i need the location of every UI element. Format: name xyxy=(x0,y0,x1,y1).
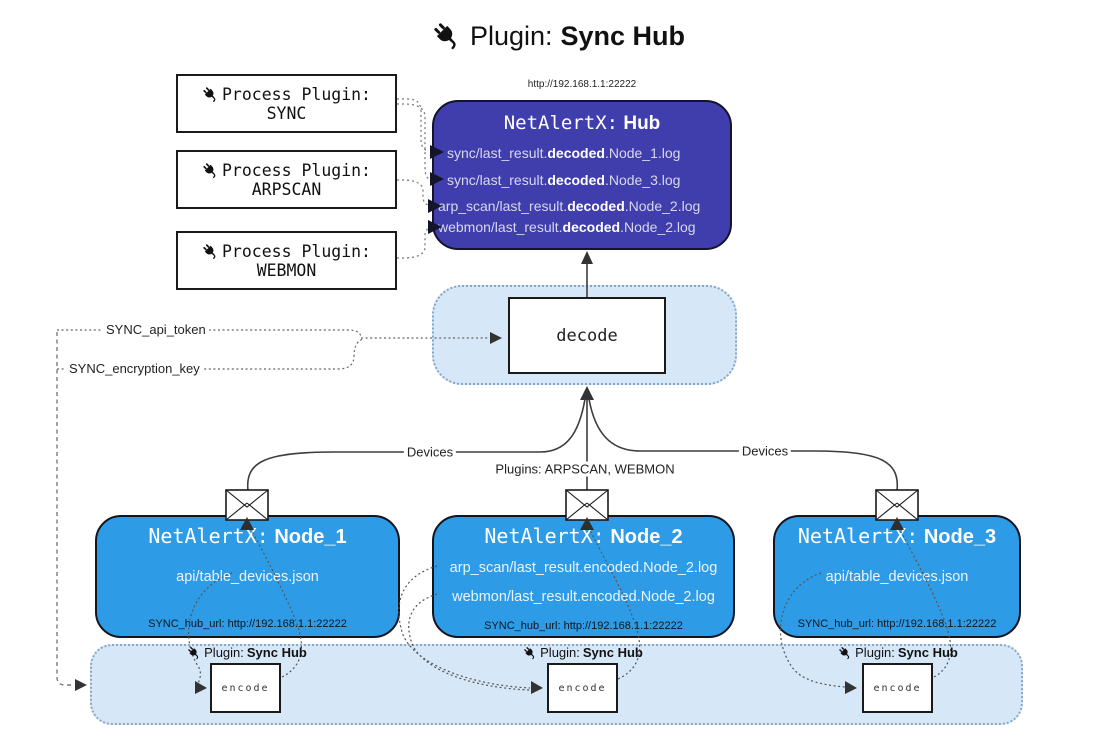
page-title: Plugin: Sync Hub xyxy=(0,14,1117,58)
process-plugin-name: WEBMON xyxy=(256,260,317,280)
node-title-3: NetAlertX: Node_3 xyxy=(797,524,997,548)
hub-log-line: webmon/last_result.decoded.Node_2.log xyxy=(438,219,696,235)
plug-icon xyxy=(202,86,219,103)
hub-brand: NetAlertX: xyxy=(503,112,619,134)
encode-box-3: encode xyxy=(862,663,933,713)
process-plugin-box-arpscan: Process Plugin: ARPSCAN xyxy=(176,150,397,209)
node-hub-url: SYNC_hub_url: http://192.168.1.1:22222 xyxy=(484,620,683,632)
decode-label: decode xyxy=(556,325,618,346)
key-label-encryption-key: SYNC_encryption_key xyxy=(66,361,203,376)
page-title-name: Sync Hub xyxy=(560,20,686,51)
process-plugin-box-sync: Process Plugin: SYNC xyxy=(176,74,397,133)
hub-log-line: sync/last_result.decoded.Node_1.log xyxy=(447,145,681,161)
hub-url: http://192.168.1.1:22222 xyxy=(527,79,637,90)
plug-icon xyxy=(202,243,219,260)
process-plugin-box-webmon: Process Plugin: WEBMON xyxy=(176,231,397,290)
plug-icon xyxy=(838,646,852,660)
node-file: webmon/last_result.encoded.Node_2.log xyxy=(452,589,715,605)
node-file: arp_scan/last_result.encoded.Node_2.log xyxy=(449,560,718,576)
edge-label-devices-left: Devices xyxy=(403,444,457,460)
page-title-prefix: Plugin: xyxy=(469,20,553,51)
encode-box-2: encode xyxy=(547,663,618,713)
hub-log-line: arp_scan/last_result.decoded.Node_2.log xyxy=(438,198,701,214)
process-to-hub-links xyxy=(397,98,433,259)
edge-label-devices-right: Devices xyxy=(738,443,792,459)
encode-plugin-label-3: Plugin: Sync Hub xyxy=(838,645,958,660)
hub-name: Hub xyxy=(623,113,661,134)
encode-plugin-label-2: Plugin: Sync Hub xyxy=(523,645,643,660)
encode-box-1: encode xyxy=(210,663,281,713)
node-hub-url: SYNC_hub_url: http://192.168.1.1:22222 xyxy=(797,618,997,630)
node-box-1 xyxy=(95,515,400,638)
process-plugin-name: SYNC xyxy=(266,103,307,123)
decode-box: decode xyxy=(508,297,666,374)
node-file: api/table_devices.json xyxy=(825,569,969,585)
hub-box xyxy=(432,100,732,250)
process-plugin-name: ARPSCAN xyxy=(251,179,322,199)
process-plugin-label: Process Plugin: xyxy=(221,241,371,261)
node-hub-url: SYNC_hub_url: http://192.168.1.1:22222 xyxy=(148,618,347,630)
node-title-2: NetAlertX: Node_2 xyxy=(484,524,683,548)
edge-label-plugins: Plugins: ARPSCAN, WEBMON xyxy=(492,461,678,477)
process-plugin-label: Process Plugin: xyxy=(221,84,371,104)
process-plugin-label: Process Plugin: xyxy=(221,160,371,180)
plug-icon xyxy=(432,21,462,51)
hub-log-line: sync/last_result.decoded.Node_3.log xyxy=(447,172,681,188)
encode-plugin-label-1: Plugin: Sync Hub xyxy=(187,645,307,660)
plug-icon xyxy=(523,646,537,660)
node-file: api/table_devices.json xyxy=(176,569,319,585)
plug-icon xyxy=(187,646,201,660)
key-label-api-token: SYNC_api_token xyxy=(103,322,209,337)
node-title-1: NetAlertX: Node_1 xyxy=(148,524,347,548)
key-line-to-encode-panel xyxy=(56,332,87,691)
plug-icon xyxy=(202,162,219,179)
hub-title: NetAlertX: Hub xyxy=(432,112,732,135)
